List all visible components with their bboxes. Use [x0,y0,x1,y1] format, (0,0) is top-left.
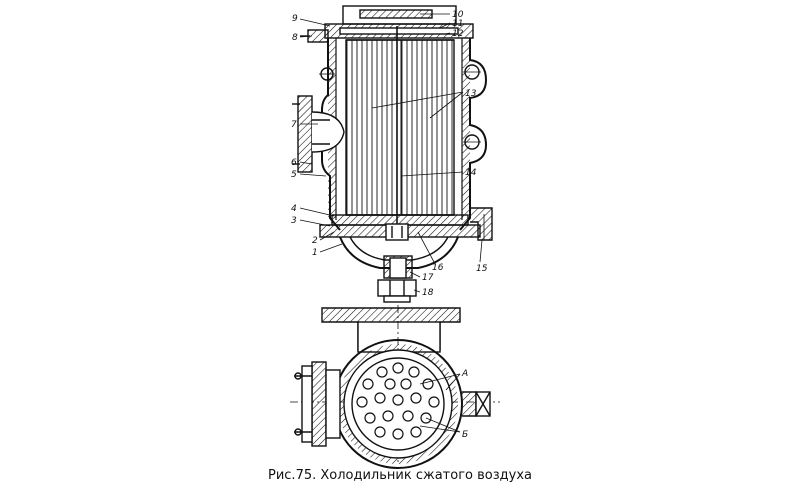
callout-5: 5 [291,170,297,180]
leader-lines [299,13,483,433]
callout-B: Б [462,430,468,440]
callout-4: 4 [291,204,297,214]
callout-14: 14 [465,168,477,178]
figure-caption: Рис.75. Холодильник сжатого воздуха [268,468,532,483]
tube-sheet [351,357,445,451]
callout-15: 15 [476,264,488,274]
cross-section-view [290,305,500,469]
longitudinal-section-view [292,5,493,303]
drain-nut [377,279,417,297]
callout-16: 16 [432,263,444,273]
callout-7: 7 [291,120,297,130]
air-outlet-pipe [470,207,493,241]
cross-section-tubes [356,362,440,440]
callout-12: 12 [452,29,464,39]
callout-11: 11 [452,19,463,29]
compressed-air-cooler-drawing: 9 8 10 11 12 13 7 6 5 14 4 3 2 1 16 15 1… [290,5,500,469]
callout-A: А [461,369,468,379]
callout-17: 17 [422,273,434,283]
callout-2: 2 [312,236,318,246]
callout-6: 6 [291,158,297,168]
callout-18: 18 [422,288,434,298]
side-inspection-cover [297,95,313,173]
tube-bundle [345,39,455,216]
callout-10: 10 [452,10,464,20]
callout-3: 3 [291,216,297,226]
callout-13: 13 [465,89,477,99]
callout-8: 8 [292,33,298,43]
side-flange [311,361,327,447]
callout-1: 1 [312,248,318,258]
callout-9: 9 [292,14,298,24]
callout-labels: 9 8 10 11 12 13 7 6 5 14 4 3 2 1 16 15 1… [291,10,488,440]
